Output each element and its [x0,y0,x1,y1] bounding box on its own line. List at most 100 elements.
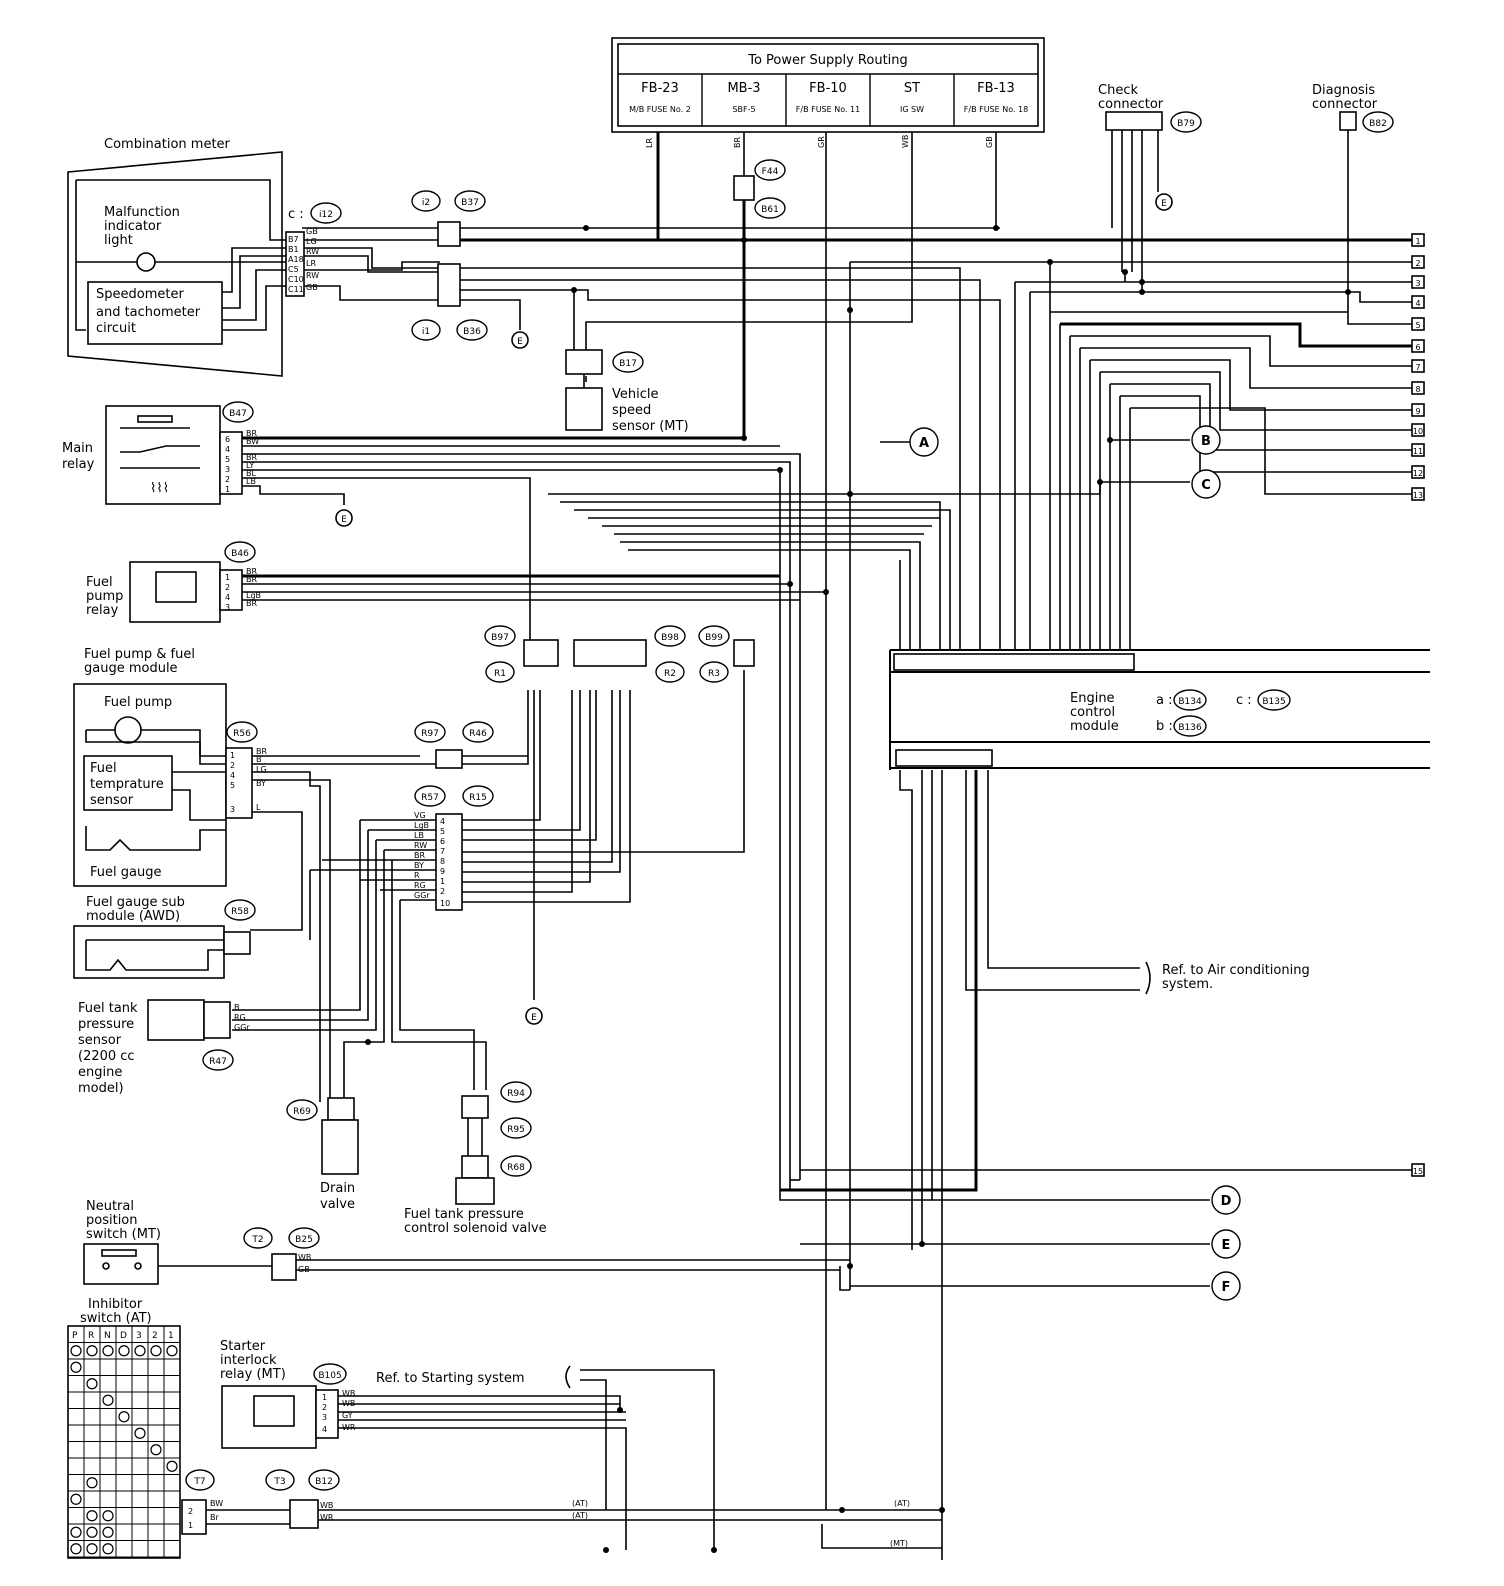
conn-T3: T3 [273,1477,285,1487]
contact-dot [70,1345,82,1357]
mr-wire-2: BW [246,437,259,446]
r-connectors: R97 R46 R57 R15 4 5 6 7 8 9 1 2 10 VG Lg… [414,721,494,911]
sir-wire-3: GY [342,1411,353,1420]
conn-B17: B17 [619,359,637,369]
vss-label-2: speed [612,403,651,418]
ftps-label-3: sensor [78,1033,122,1048]
mr-wire-1: BR [246,429,257,438]
malfunction-lamp-icon [136,252,156,272]
ref-C: C [1201,478,1211,493]
conn-B61: B61 [761,205,779,215]
fpr-wire-1: BR [246,567,257,576]
contact-dot [86,1378,98,1390]
meter-pin-4: C5 [288,265,299,274]
conn-R15: R15 [469,793,487,803]
malfunction-label-2: indicator [104,219,162,234]
ecm-conn-c: c : [1236,693,1252,708]
solenoid-label-2: control solenoid valve [404,1221,547,1236]
conn-B134: B134 [1178,697,1202,707]
contact-dot [86,1510,98,1522]
conn-i2: i2 [422,198,430,208]
fts-label-1: Fuel [90,761,117,776]
ps-wire-2: BR [733,137,742,148]
fuel-tank-solenoid: R94 R95 R68 Fuel tank pressure control s… [404,1081,547,1236]
fpr-wire-2: BR [246,575,257,584]
mr-pin-1: 6 [225,435,230,444]
meter-wire-3: RW [306,247,319,256]
meter-pin-2: B1 [288,245,299,254]
nps-wire-1: WB [298,1253,311,1262]
contact-dot [150,1444,162,1456]
conn-R3: R3 [708,669,720,679]
fgs-label-1: Fuel gauge sub [86,895,185,910]
contact-dot [134,1427,146,1439]
terminal-9: 9 [1415,407,1420,416]
ref-D: D [1221,1194,1232,1209]
fpr-wire-4: BR [246,599,257,608]
conn-T7: T7 [193,1477,205,1487]
meter-pin-6: C11 [288,285,304,294]
ref-E: E [1222,1238,1231,1253]
mr-pin-5: 2 [225,475,230,484]
ps-col-4-code: ST [904,81,920,96]
at-label-3: (AT) [894,1499,910,1508]
ftps-label-4: (2200 cc [78,1049,135,1064]
conn-R58: R58 [231,907,249,917]
ground-symbols: E E E E [335,193,1173,1025]
conn-i12: i12 [319,210,333,220]
conn-R47: R47 [209,1057,227,1067]
ps-col-4-name: IG SW [900,105,924,114]
mr-wire-6: LB [246,477,256,486]
vss-label-3: sensor (MT) [612,419,689,434]
conn-R94: R94 [507,1089,525,1099]
r57-pin-7: 1 [440,877,445,886]
fuel-pump-module: Fuel pump & fuel gauge module Fuel pump … [73,647,267,887]
fuel-pump-label: Fuel pump [104,695,172,710]
terminal-12: 12 [1413,469,1423,478]
fpm-wire-4: BY [256,779,266,788]
diagnosis-connector-label-1: Diagnosis [1312,83,1375,98]
mr-pin-3: 5 [225,455,230,464]
r57-wire-3: LB [414,831,424,840]
check-connector-label-1: Check [1098,83,1138,98]
conn-B25: B25 [295,1235,313,1245]
fuel-pump-motor-icon [114,716,142,744]
pos-1: 1 [168,1331,174,1341]
vehicle-speed-sensor: B17 Vehicle speed sensor (MT) [565,349,689,434]
combination-meter: Combination meter Malfunction indicator … [67,137,319,377]
contact-dot [166,1345,178,1357]
meter-connector [285,231,305,297]
pos-2: 2 [152,1331,158,1341]
ground-label-4: E [531,1013,537,1023]
conn-B105: B105 [318,1371,341,1381]
ps-wire-1: LR [645,138,654,148]
conn-i1: i1 [422,327,430,337]
fpm-pin-1: 1 [230,751,235,760]
ftps-wire-1: B [234,1003,240,1012]
vss-label-1: Vehicle [612,387,659,402]
ref-B: B [1201,434,1211,449]
contact-dot [102,1394,114,1406]
ground-label-3: E [1161,199,1167,209]
meter-wire-1: GB [306,227,318,236]
contact-dot [102,1543,114,1555]
ground-label-1: E [517,337,523,347]
sir-pin-2: 2 [322,1403,327,1412]
drain-valve-label-1: Drain [320,1181,355,1196]
conn-B47: B47 [229,409,247,419]
ps-wire-5: GB [985,136,994,148]
r57-pin-3: 6 [440,837,445,846]
starter-interlock-relay: Starter interlock relay (MT) 1 2 3 4 WB … [220,1339,571,1449]
fpm-wire-1: BR [256,747,267,756]
conn-R57: R57 [421,793,439,803]
main-relay-label-1: Main [62,441,93,456]
speedometer-label-3: circuit [96,321,136,336]
ftps-wire-2: RG [234,1013,246,1022]
r57-wire-8: RG [414,881,426,890]
connector-refs-top: c : i12 i2 B37 i1 B36 F44 B61 [288,159,786,341]
drain-valve: R69 Drain valve [286,1097,359,1212]
mr-wire-3: BR [246,453,257,462]
conn-R56: R56 [233,729,251,739]
sir-label-3: relay (MT) [220,1367,286,1382]
mr-wire-4: LY [246,461,254,470]
